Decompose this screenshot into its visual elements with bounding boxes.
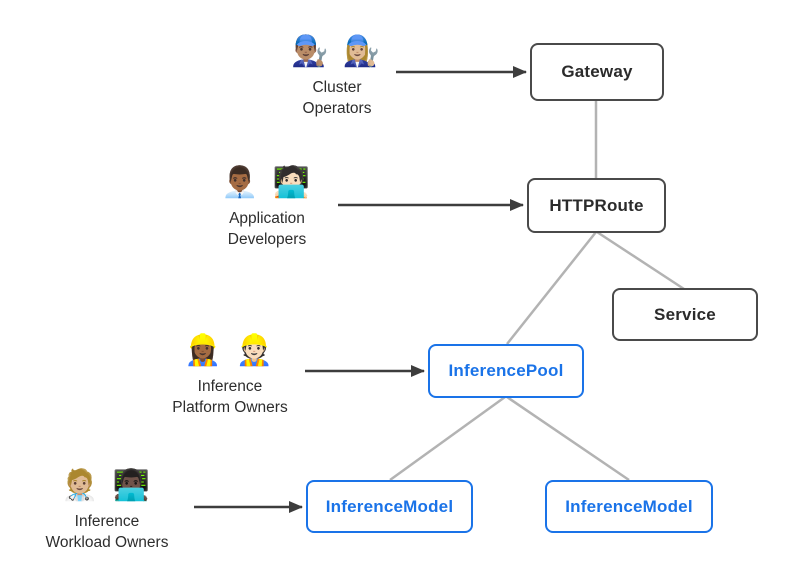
actor-inference-workload-owners: 🧑🏼‍⚕️ 👨🏿‍💻 Inference Workload Owners xyxy=(7,468,207,554)
actor-cluster-operators-label: Cluster Operators xyxy=(302,79,372,118)
node-service-label: Service xyxy=(654,304,716,324)
node-httproute-label: HTTPRoute xyxy=(549,195,644,215)
node-inferencemodel-2-label: InferenceModel xyxy=(565,496,693,516)
connector-httproute-service xyxy=(596,230,685,291)
node-service: Service xyxy=(612,288,758,341)
node-inferencepool: InferencePool xyxy=(428,344,584,398)
node-inferencemodel-1-label: InferenceModel xyxy=(325,496,454,516)
connector-inferencepool-inferencemodel-2 xyxy=(506,395,630,482)
node-inferencepool-label: InferencePool xyxy=(448,361,564,380)
node-inferencemodel-2: InferenceModel xyxy=(545,480,713,533)
actor-cluster-operators: 👨🏽‍🔧 👩🏼‍🔧 Cluster Operators xyxy=(247,34,427,120)
actor-inference-platform-owners: 👷🏾‍♀️ 👷🏻 Inference Platform Owners xyxy=(130,333,330,419)
connector-inferencepool-inferencemodel-1 xyxy=(389,395,506,482)
actor-application-developers: 👨🏾‍💼 🧑🏻‍💻 Application Developers xyxy=(177,165,357,251)
node-inferencemodel-1: InferenceModel xyxy=(306,480,473,533)
actor-inference-platform-owners-label: Inference Platform Owners xyxy=(172,378,288,417)
workload-owners-emoji-icon: 🧑🏼‍⚕️ 👨🏿‍💻 xyxy=(60,469,154,502)
node-gateway-label: Gateway xyxy=(561,62,633,81)
actor-application-developers-label: Application Developers xyxy=(227,210,307,249)
developers-emoji-icon: 👨🏾‍💼 🧑🏻‍💻 xyxy=(220,166,314,199)
construction-workers-emoji-icon: 👷🏾‍♀️ 👷🏻 xyxy=(183,334,277,367)
mechanics-emoji-icon: 👨🏽‍🔧 👩🏼‍🔧 xyxy=(290,35,384,68)
actor-inference-workload-owners-label: Inference Workload Owners xyxy=(45,513,169,552)
node-gateway: Gateway xyxy=(530,43,664,101)
connector-httproute-inferencepool xyxy=(506,231,597,345)
node-httproute: HTTPRoute xyxy=(527,178,666,233)
